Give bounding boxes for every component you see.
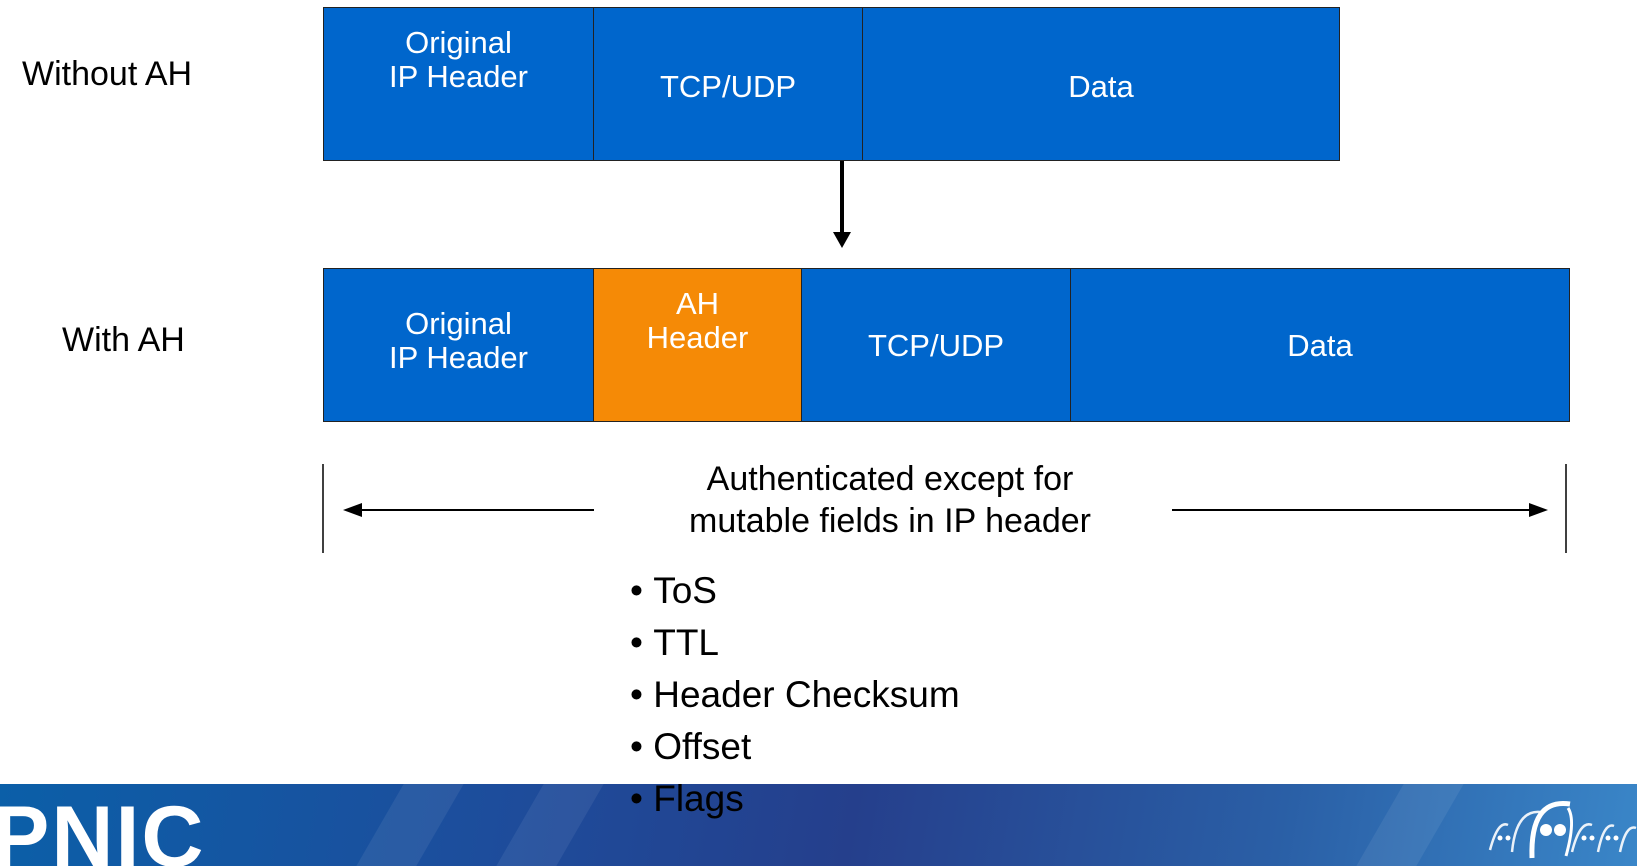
- cell-label: Data: [1287, 328, 1353, 363]
- cell-original-ip-header: Original IP Header: [323, 268, 594, 422]
- cell-tcp-udp: TCP/UDP: [801, 268, 1071, 422]
- cell-label: AH Header: [646, 286, 749, 355]
- list-item: TTL: [630, 617, 960, 669]
- mutable-fields-list: ToS TTL Header Checksum Offset Flags: [630, 565, 960, 825]
- cell-label: Original IP Header: [388, 25, 528, 94]
- footer-bar: PNIC: [0, 784, 1637, 866]
- right-arrow-icon: [1172, 503, 1548, 517]
- cell-label: Original IP Header: [388, 306, 528, 375]
- cell-data: Data: [862, 7, 1340, 161]
- footer-stripe: [1356, 784, 1464, 866]
- label-with-ah: With AH: [62, 321, 185, 359]
- footer-stripe: [356, 784, 464, 866]
- cell-label: TCP/UDP: [659, 69, 797, 104]
- list-item: Flags: [630, 773, 960, 825]
- list-item: ToS: [630, 565, 960, 617]
- list-item: Offset: [630, 721, 960, 773]
- cell-data: Data: [1070, 268, 1570, 422]
- footer-stripe: [496, 784, 604, 866]
- label-without-ah: Without AH: [22, 55, 193, 93]
- down-arrow-icon: [833, 161, 851, 248]
- apnic-logo: PNIC: [0, 789, 206, 866]
- cell-ah-header: AH Header: [593, 268, 802, 422]
- cell-original-ip-header: Original IP Header: [323, 7, 594, 161]
- authenticated-caption: Authenticated except for mutable fields …: [689, 460, 1091, 540]
- left-arrow-icon: [343, 503, 594, 517]
- cell-label: Data: [1068, 69, 1134, 104]
- logo-graphic-icon: [1488, 800, 1637, 859]
- list-item: Header Checksum: [630, 669, 959, 721]
- cell-label: TCP/UDP: [867, 328, 1005, 363]
